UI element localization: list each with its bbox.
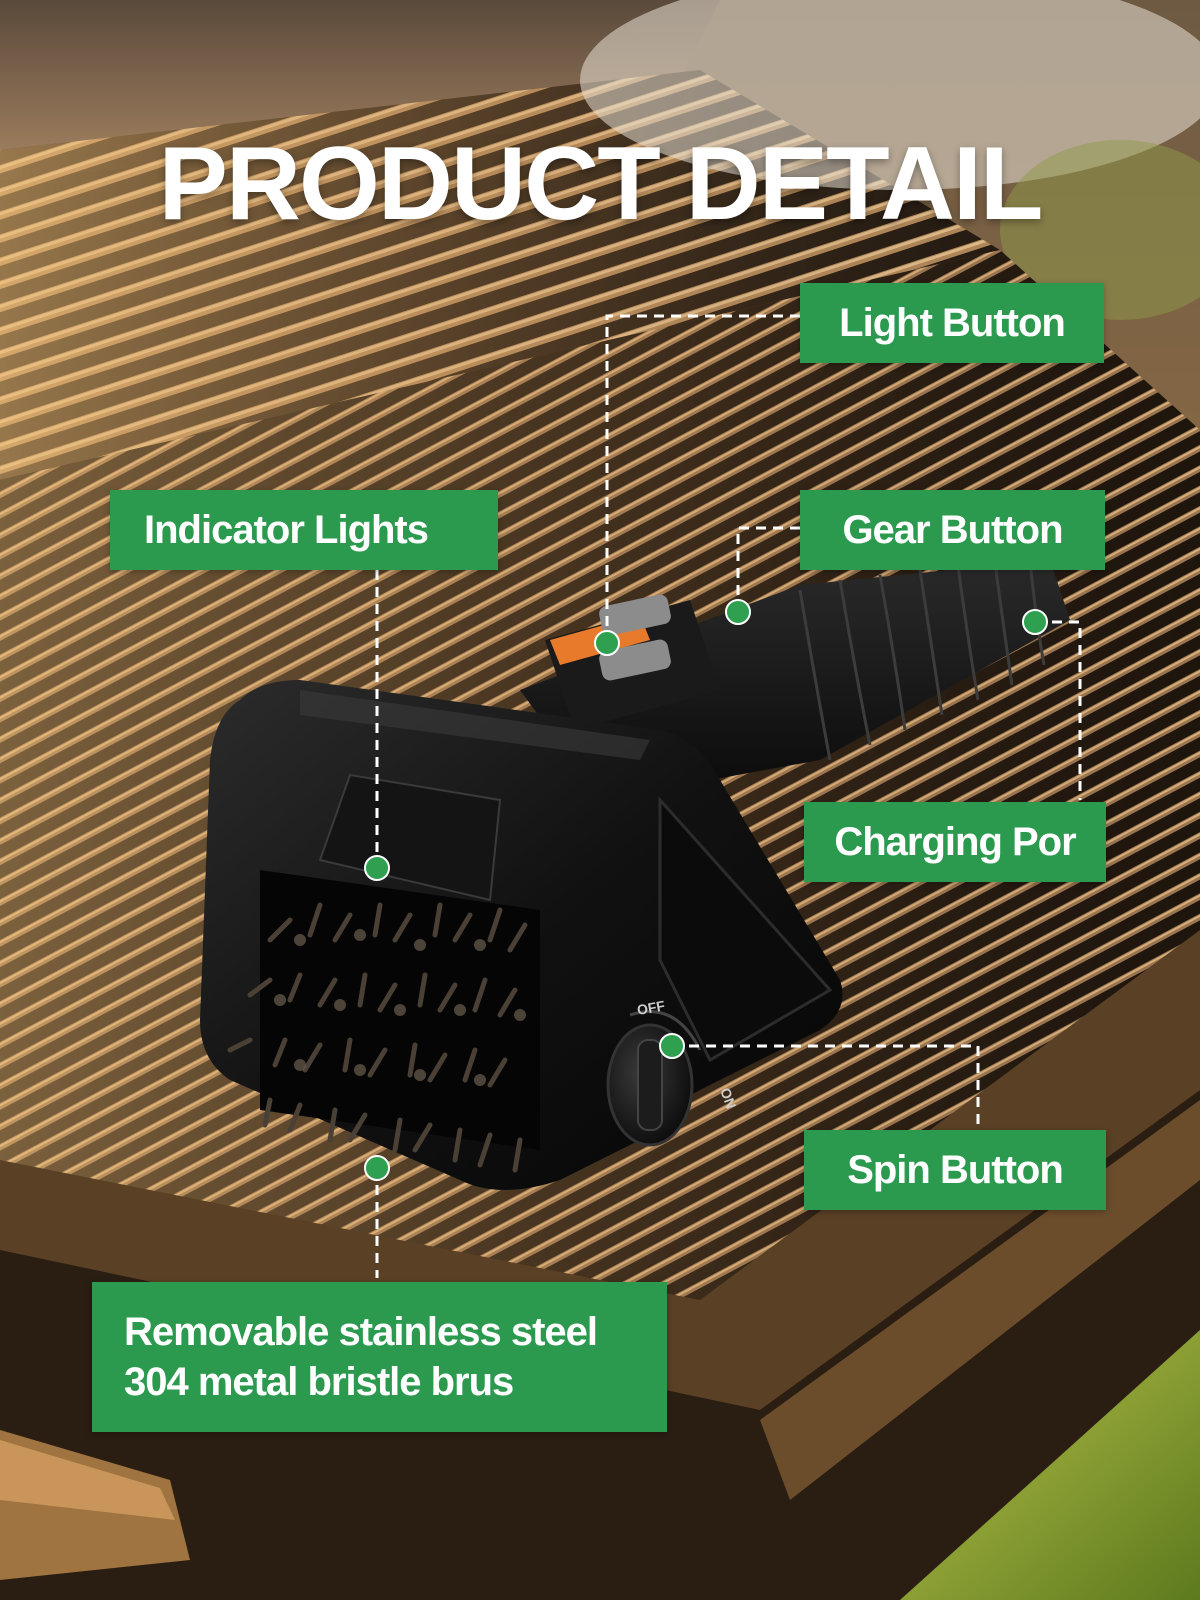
callout-gear-button: Gear Button (800, 490, 1105, 570)
callout-spin-button: Spin Button (804, 1130, 1106, 1210)
callout-bristle-brush: Removable stainless steel 304 metal bris… (92, 1282, 667, 1432)
bristle-brush-line-1: Removable stainless steel (124, 1310, 598, 1354)
callout-charging-port: Charging Por (804, 802, 1106, 882)
callout-indicator-lights: Indicator Lights (110, 490, 498, 570)
bristle-brush-line-2: 304 metal bristle brus (124, 1360, 514, 1404)
callout-light-button: Light Button (800, 283, 1104, 363)
headline: PRODUCT DETAIL (158, 126, 1044, 242)
